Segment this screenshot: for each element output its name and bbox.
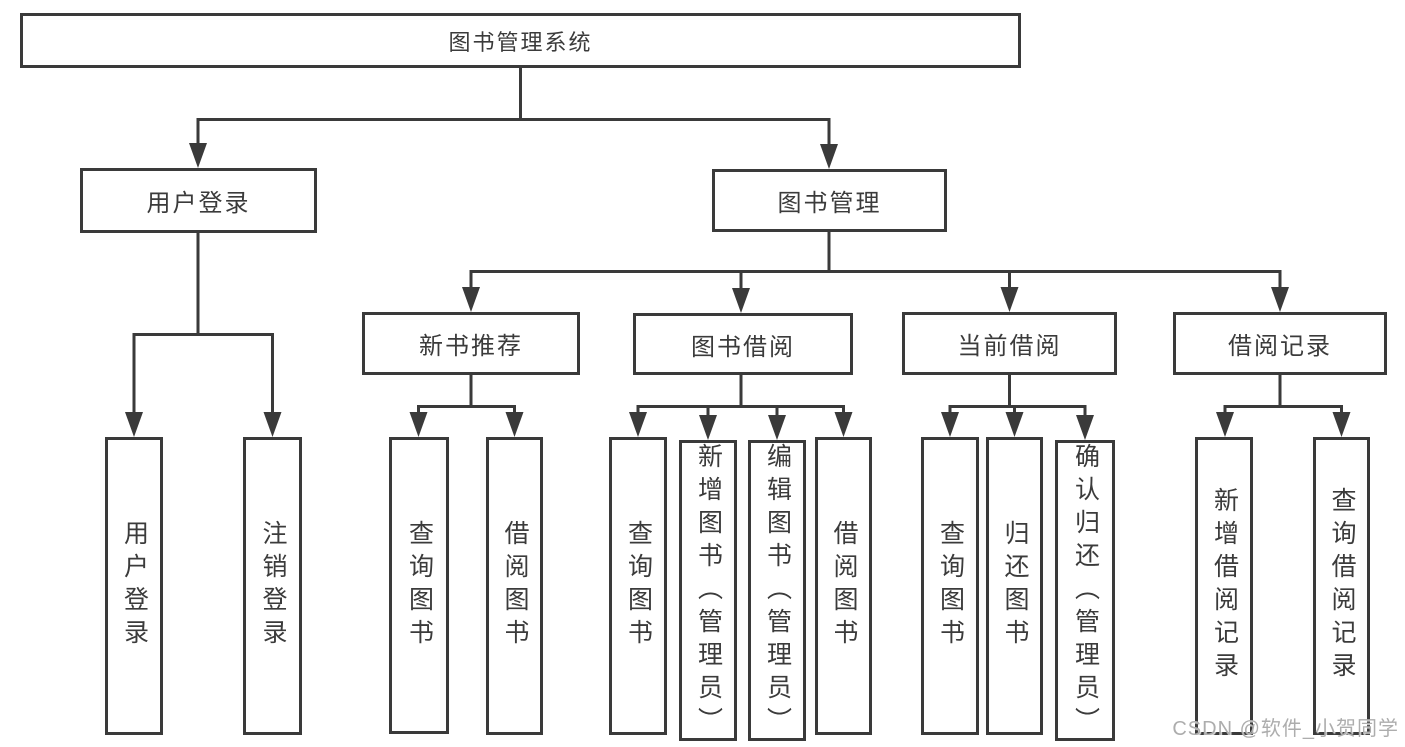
leaf-current-query-books: 查询图书	[921, 437, 979, 735]
leaf-current-return-books: 归还图书	[986, 437, 1043, 735]
node-user-login: 用户登录	[80, 168, 317, 233]
leaf-user-login: 用户登录	[105, 437, 163, 735]
leaf-records-query-record: 查询借阅记录	[1313, 437, 1370, 735]
csdn-watermark: CSDN @软件_小贺同学	[1172, 718, 1399, 740]
leaf-records-add-record: 新增借阅记录	[1195, 437, 1253, 735]
node-root: 图书管理系统	[20, 13, 1021, 68]
node-borrow-records: 借阅记录	[1173, 312, 1387, 375]
leaf-newbook-borrow-books: 借阅图书	[486, 437, 543, 735]
leaf-newbook-query-books: 查询图书	[389, 437, 449, 734]
node-book-borrow: 图书借阅	[633, 313, 853, 375]
leaf-borrow-borrow-books: 借阅图书	[815, 437, 872, 735]
leaf-borrow-edit-books-admin: 编辑图书（管理员）	[748, 440, 806, 741]
node-current-borrow: 当前借阅	[902, 312, 1117, 375]
leaf-borrow-add-books-admin: 新增图书（管理员）	[679, 440, 737, 741]
leaf-current-confirm-return-admin: 确认归还（管理员）	[1055, 440, 1115, 741]
leaf-borrow-query-books: 查询图书	[609, 437, 667, 735]
node-book-management: 图书管理	[712, 169, 947, 232]
node-new-book-recommend: 新书推荐	[362, 312, 580, 375]
leaf-logout: 注销登录	[243, 437, 302, 735]
